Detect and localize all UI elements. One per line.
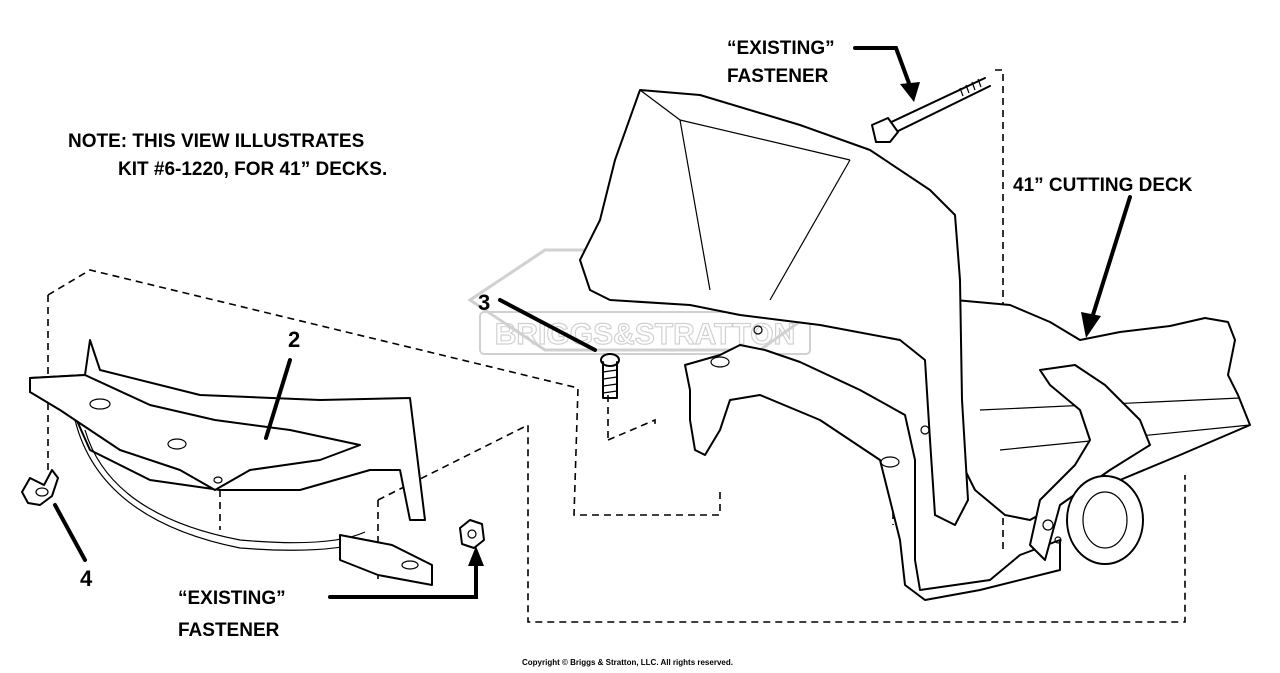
existing-hex-nut [459,519,485,549]
cutting-deck-label: 41” CUTTING DECK [1013,175,1193,196]
part-4-wing-nut [21,469,59,506]
existing-fastener-top-line-2: FASTENER [727,66,829,87]
roller-wheel [1029,364,1151,565]
copyright-notice: Copyright © Briggs & Stratton, LLC. All … [522,658,733,667]
existing-fastener-bottom-line-1: “EXISTING” [178,588,286,609]
existing-fastener-bottom-line-2: FASTENER [178,620,280,641]
note-line-1: NOTE: THIS VIEW ILLUSTRATES [68,131,365,152]
note-line-2: KIT #6-1220, FOR 41” DECKS. [118,159,388,180]
part-number-3: 3 [478,290,491,315]
top-bolt [871,77,991,143]
part-2-deflector [29,339,433,586]
chute-shield [579,89,969,526]
part-number-2: 2 [288,327,301,352]
part-number-leaders [53,298,597,562]
part-3-bolt [600,353,620,399]
part-number-4: 4 [80,566,93,591]
existing-fastener-top-line-1: “EXISTING” [727,38,835,59]
leader-arrows [328,46,1132,599]
mounting-bracket [684,325,1061,601]
